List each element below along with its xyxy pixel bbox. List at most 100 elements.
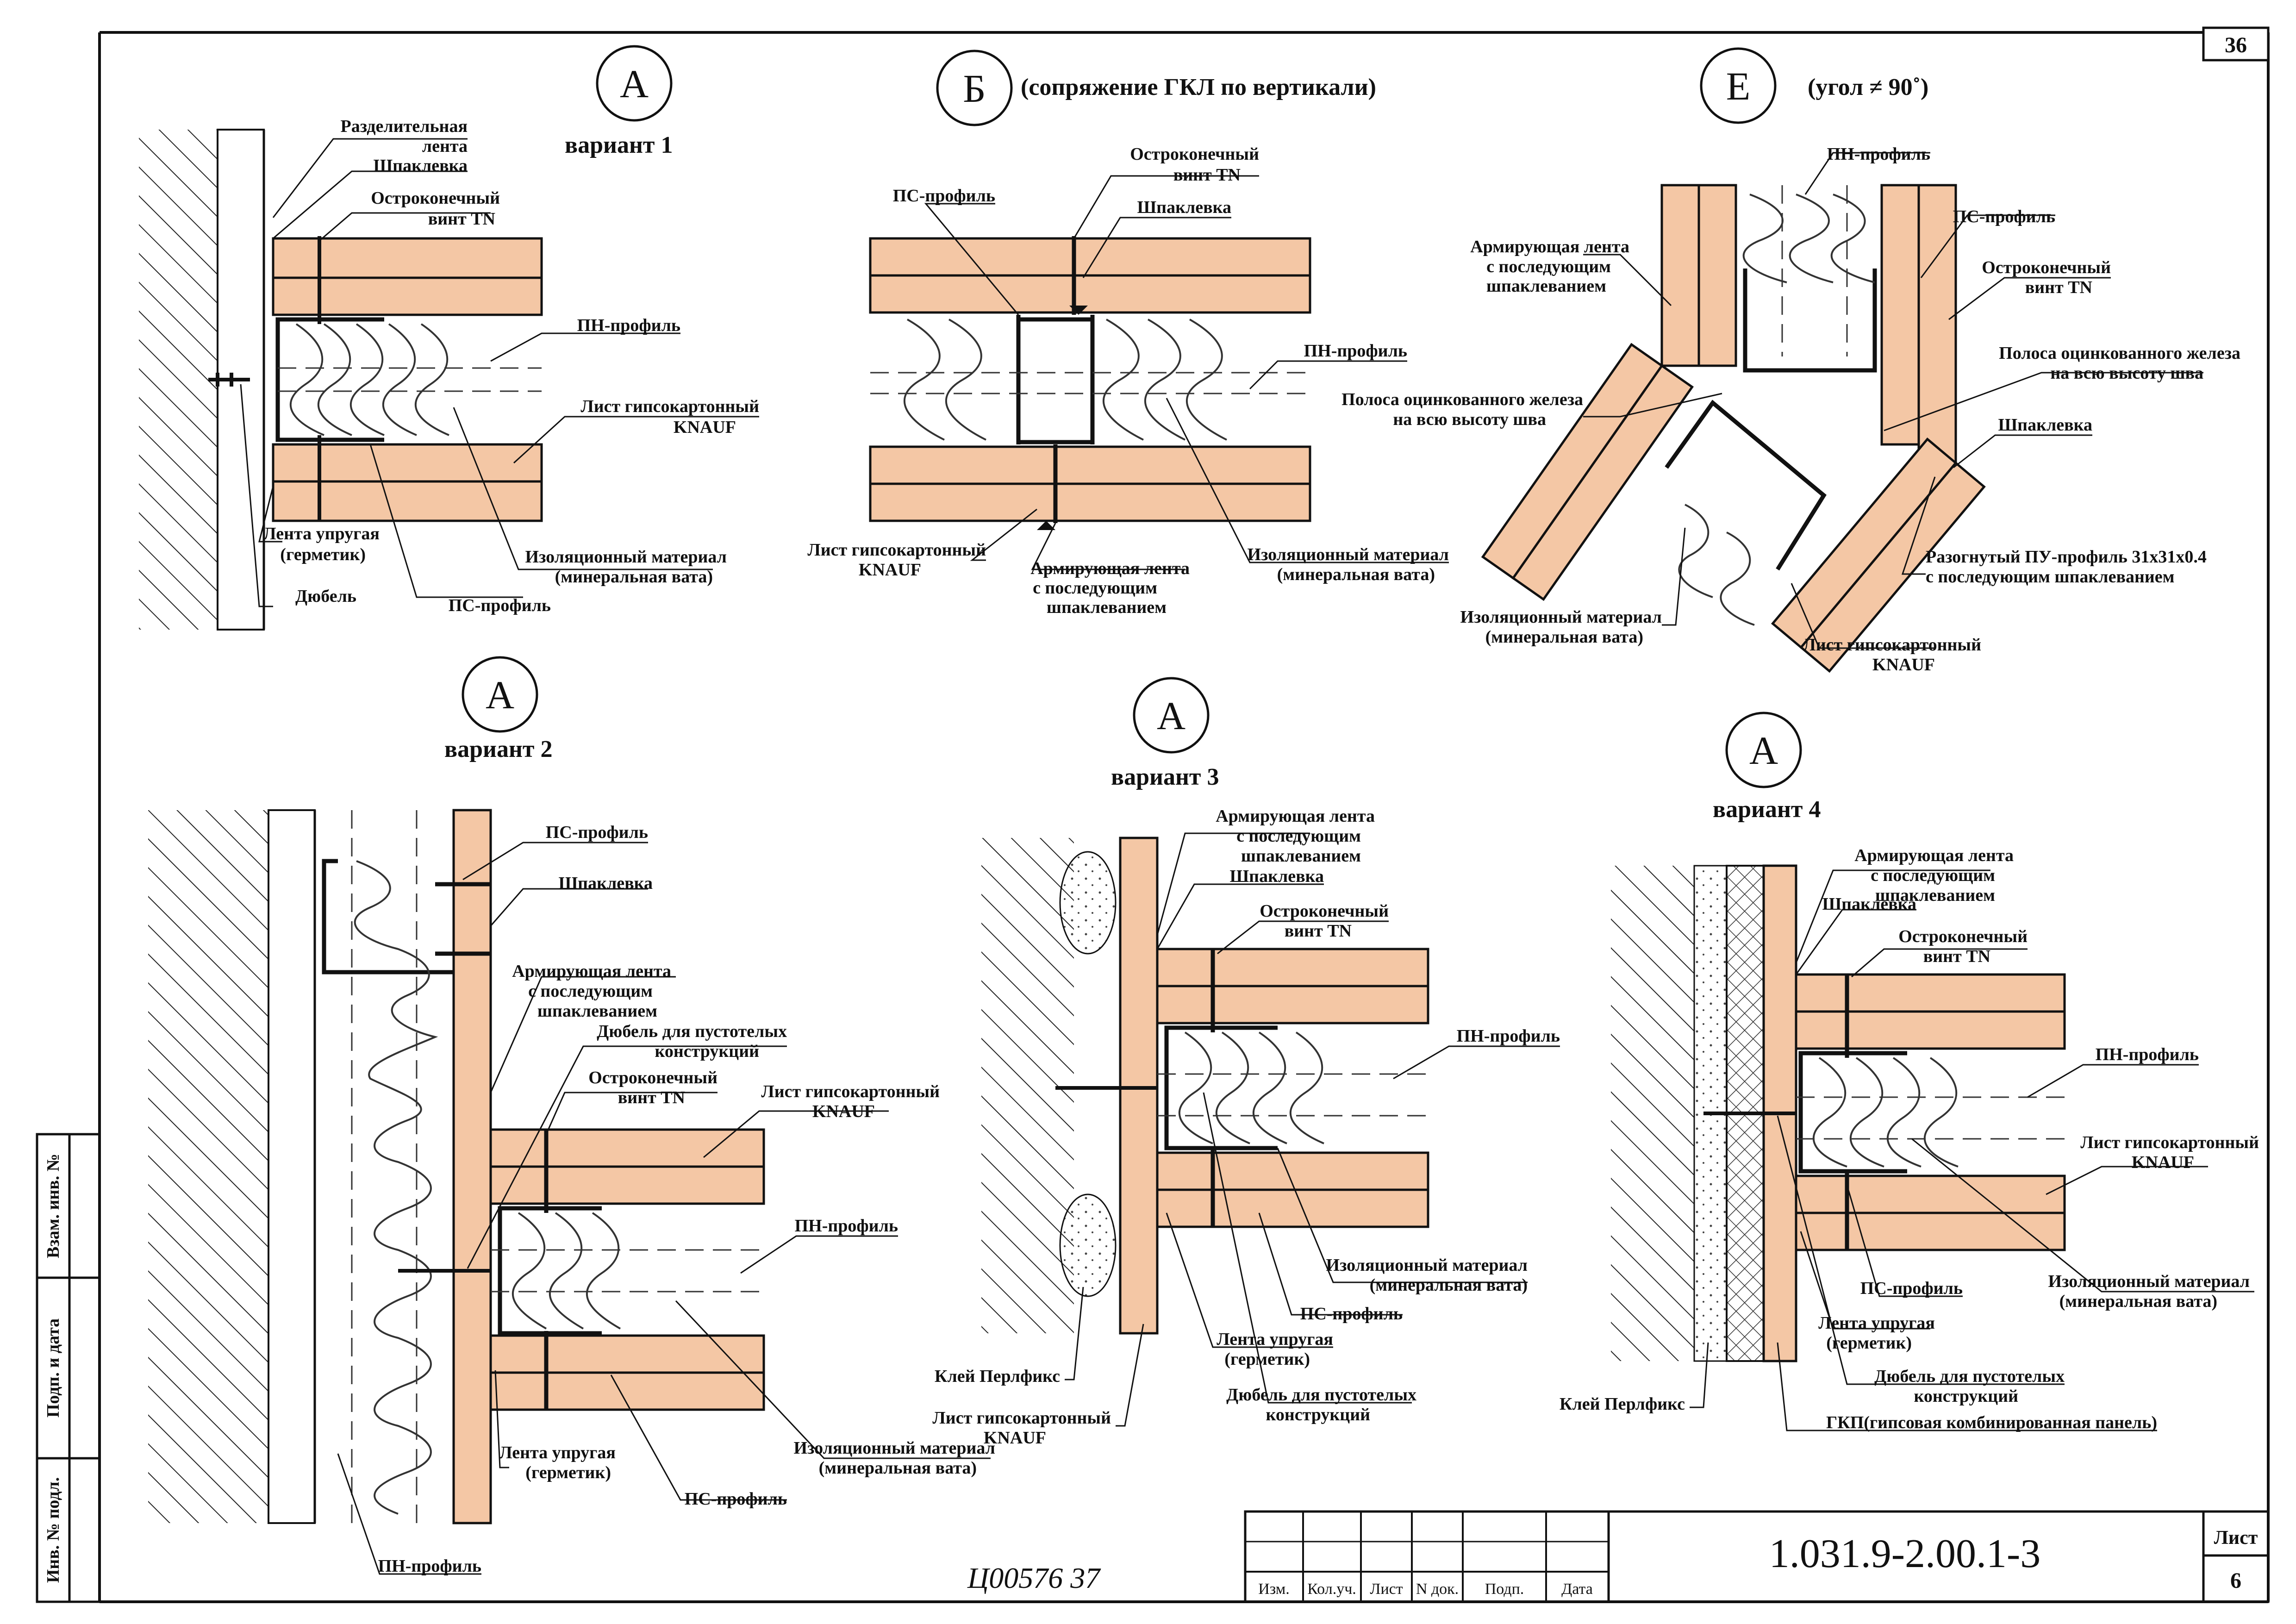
label-e-strip-right-2: на всю высоту шва [2050, 363, 2203, 383]
label-elastic-tape-1: Лента упругая [263, 524, 380, 543]
label-a2-tape-2: с последующим [528, 981, 653, 1001]
tb-col-ndok: N док. [1416, 1580, 1459, 1598]
pn-profile-shape [1798, 1051, 1907, 1174]
label-board-1: Лист гипсокартонный [580, 397, 759, 416]
label-screw-2: винт TN [428, 209, 495, 229]
gypsum-board [1795, 973, 2066, 1013]
label-e-board-2: KNAUF [1872, 655, 1935, 675]
gypsum-board [1481, 343, 1664, 580]
gypsum-board [272, 480, 543, 522]
label-a2-dowel-2: конструкций [655, 1042, 760, 1061]
gypsum-board [869, 482, 1311, 522]
label-a3-putty: Шпаклевка [1229, 867, 1324, 886]
label-a4-glue: Клей Перлфикс [1560, 1394, 1685, 1414]
insulation-wool [354, 860, 438, 1515]
detail-b: Б (сопряжение ГКЛ по вертикали) Острокон… [807, 50, 1449, 617]
label-b-tape-1: Армирующая лента [1030, 559, 1190, 578]
stamp-sign-date: Подп. и дата [44, 1318, 63, 1418]
label-a4-tape-2: с последующим [1871, 866, 1995, 885]
gypsum-board [489, 1334, 765, 1374]
label-e-tape-1: Армирующая лента [1470, 237, 1629, 256]
glue-blob [1059, 851, 1117, 955]
glue-blob [1059, 1193, 1117, 1297]
label-e-strip-left-2: на всю высоту шва [1393, 410, 1546, 429]
insulation-wool [1742, 194, 1875, 283]
label-a3-elastic-2: (герметик) [1224, 1349, 1310, 1369]
gypsum-board [1156, 948, 1429, 987]
detail-a4: А вариант 4 Армирующая лента [1560, 712, 2259, 1432]
label-a4-tape-3: шпаклеванием [1875, 886, 1995, 905]
label-a2-putty: Шпаклевка [558, 874, 653, 893]
label-a4-screw-1: Остроконечный [1898, 927, 2028, 946]
label-a3-dowel-2: конструкций [1266, 1405, 1371, 1424]
label-e-board-1: Лист гипсокартонный [1803, 635, 1981, 655]
sheet-number: 36 [2225, 33, 2247, 57]
gypsum-board [1795, 1010, 2066, 1050]
tb-col-data: Дата [1561, 1580, 1593, 1598]
gypsum-board [1156, 985, 1429, 1024]
label-b-tape-2: с последующим [1033, 578, 1157, 598]
label-a3-ps-profile: ПС-профиль [1300, 1304, 1403, 1324]
label-e-putty: Шпаклевка [1998, 415, 2092, 435]
label-insulation-2: (минеральная вата) [555, 567, 713, 587]
label-a4-pn-profile: ПН-профиль [2096, 1045, 2199, 1064]
label-putty: Шпаклевка [373, 156, 468, 175]
insulation-wool [1179, 1031, 1324, 1144]
label-e-insulation-1: Изоляционный материал [1460, 607, 1662, 627]
label-dowel: Дюбель [295, 587, 356, 606]
gypsum-board [1156, 1188, 1429, 1228]
gypsum-board [1771, 437, 1958, 649]
label-e-screw-1: Остроконечный [1982, 258, 2111, 277]
detail-a2-marker [462, 656, 538, 733]
label-a2-screw-2: винт TN [618, 1088, 685, 1107]
gypsum-board [869, 445, 1311, 485]
label-a2-insulation-2: (минеральная вата) [819, 1458, 977, 1478]
gypsum-board [1795, 1212, 2066, 1251]
detail-a1-marker [596, 45, 673, 122]
label-a3-insulation-2: (минеральная вата) [1370, 1275, 1528, 1295]
label-a3-elastic-1: Лента упругая [1217, 1330, 1333, 1349]
label-a3-dowel-1: Дюбель для пустотелых [1226, 1385, 1416, 1405]
dowel-shape [208, 373, 250, 387]
label-a2-elastic-1: Лента упругая [499, 1443, 616, 1462]
detail-e-caption: (угол ≠ 90˚) [1808, 74, 1928, 100]
label-a2-pn-profile-bottom: ПН-профиль [378, 1556, 481, 1576]
label-e-pn-profile: ПН-профиль [1827, 144, 1930, 164]
label-e-tape-3: шпаклеванием [1486, 276, 1606, 296]
detail-a1: А вариант 1 [139, 45, 759, 631]
sheet-label: Лист [2214, 1527, 2258, 1549]
detail-e-letter: Е [1726, 64, 1751, 108]
label-screw-1: Остроконечный [371, 188, 500, 208]
tb-col-kolich: Кол.уч. [1307, 1580, 1356, 1598]
label-a4-elastic-1: Лента упругая [1818, 1313, 1935, 1333]
label-a2-elastic-2: (герметик) [525, 1463, 611, 1482]
gypsum-board [1880, 184, 1920, 446]
detail-a3-letter: А [1157, 693, 1185, 738]
stamp-replace-inv: Взам. инв. № [44, 1154, 63, 1258]
label-b-insulation-2: (минеральная вата) [1277, 565, 1435, 584]
label-b-board-1: Лист гипсокартонный [807, 540, 986, 560]
label-a2-insulation-1: Изоляционный материал [794, 1438, 995, 1458]
label-a3-pn-profile: ПН-профиль [1457, 1026, 1560, 1046]
detail-e: Е (угол ≠ 90˚) [1341, 47, 2240, 675]
ps-profile-shape [1016, 315, 1095, 444]
label-a4-elastic-2: (герметик) [1826, 1333, 1912, 1353]
tb-col-podp: Подп. [1485, 1580, 1524, 1598]
label-b-tape-3: шпаклеванием [1047, 598, 1167, 617]
detail-a2-letter: А [486, 673, 514, 717]
label-a2-board-1: Лист гипсокартонный [761, 1082, 940, 1101]
detail-b-marker [936, 50, 1013, 126]
label-a2-pn-profile-right: ПН-профиль [795, 1216, 898, 1236]
detail-a2: А вариант 2 [148, 656, 995, 1576]
label-b-screw-2: винт TN [1173, 165, 1241, 185]
plaster-layer [268, 809, 316, 1524]
label-a4-insulation-1: Изоляционный материал [2048, 1272, 2250, 1291]
label-e-pu-profile-2: с последующим шпаклеванием [1926, 567, 2175, 587]
label-a3-screw-1: Остроконечный [1260, 901, 1389, 921]
label-a3-screw-2: винт TN [1285, 921, 1352, 941]
insulation-wool [903, 319, 1227, 441]
tb-col-izm: Изм. [1258, 1580, 1290, 1598]
label-b-screw-1: Остроконечный [1130, 144, 1259, 164]
label-a4-screw-2: винт TN [1923, 947, 1990, 966]
label-a2-dowel-1: Дюбель для пустотелых [597, 1022, 787, 1041]
